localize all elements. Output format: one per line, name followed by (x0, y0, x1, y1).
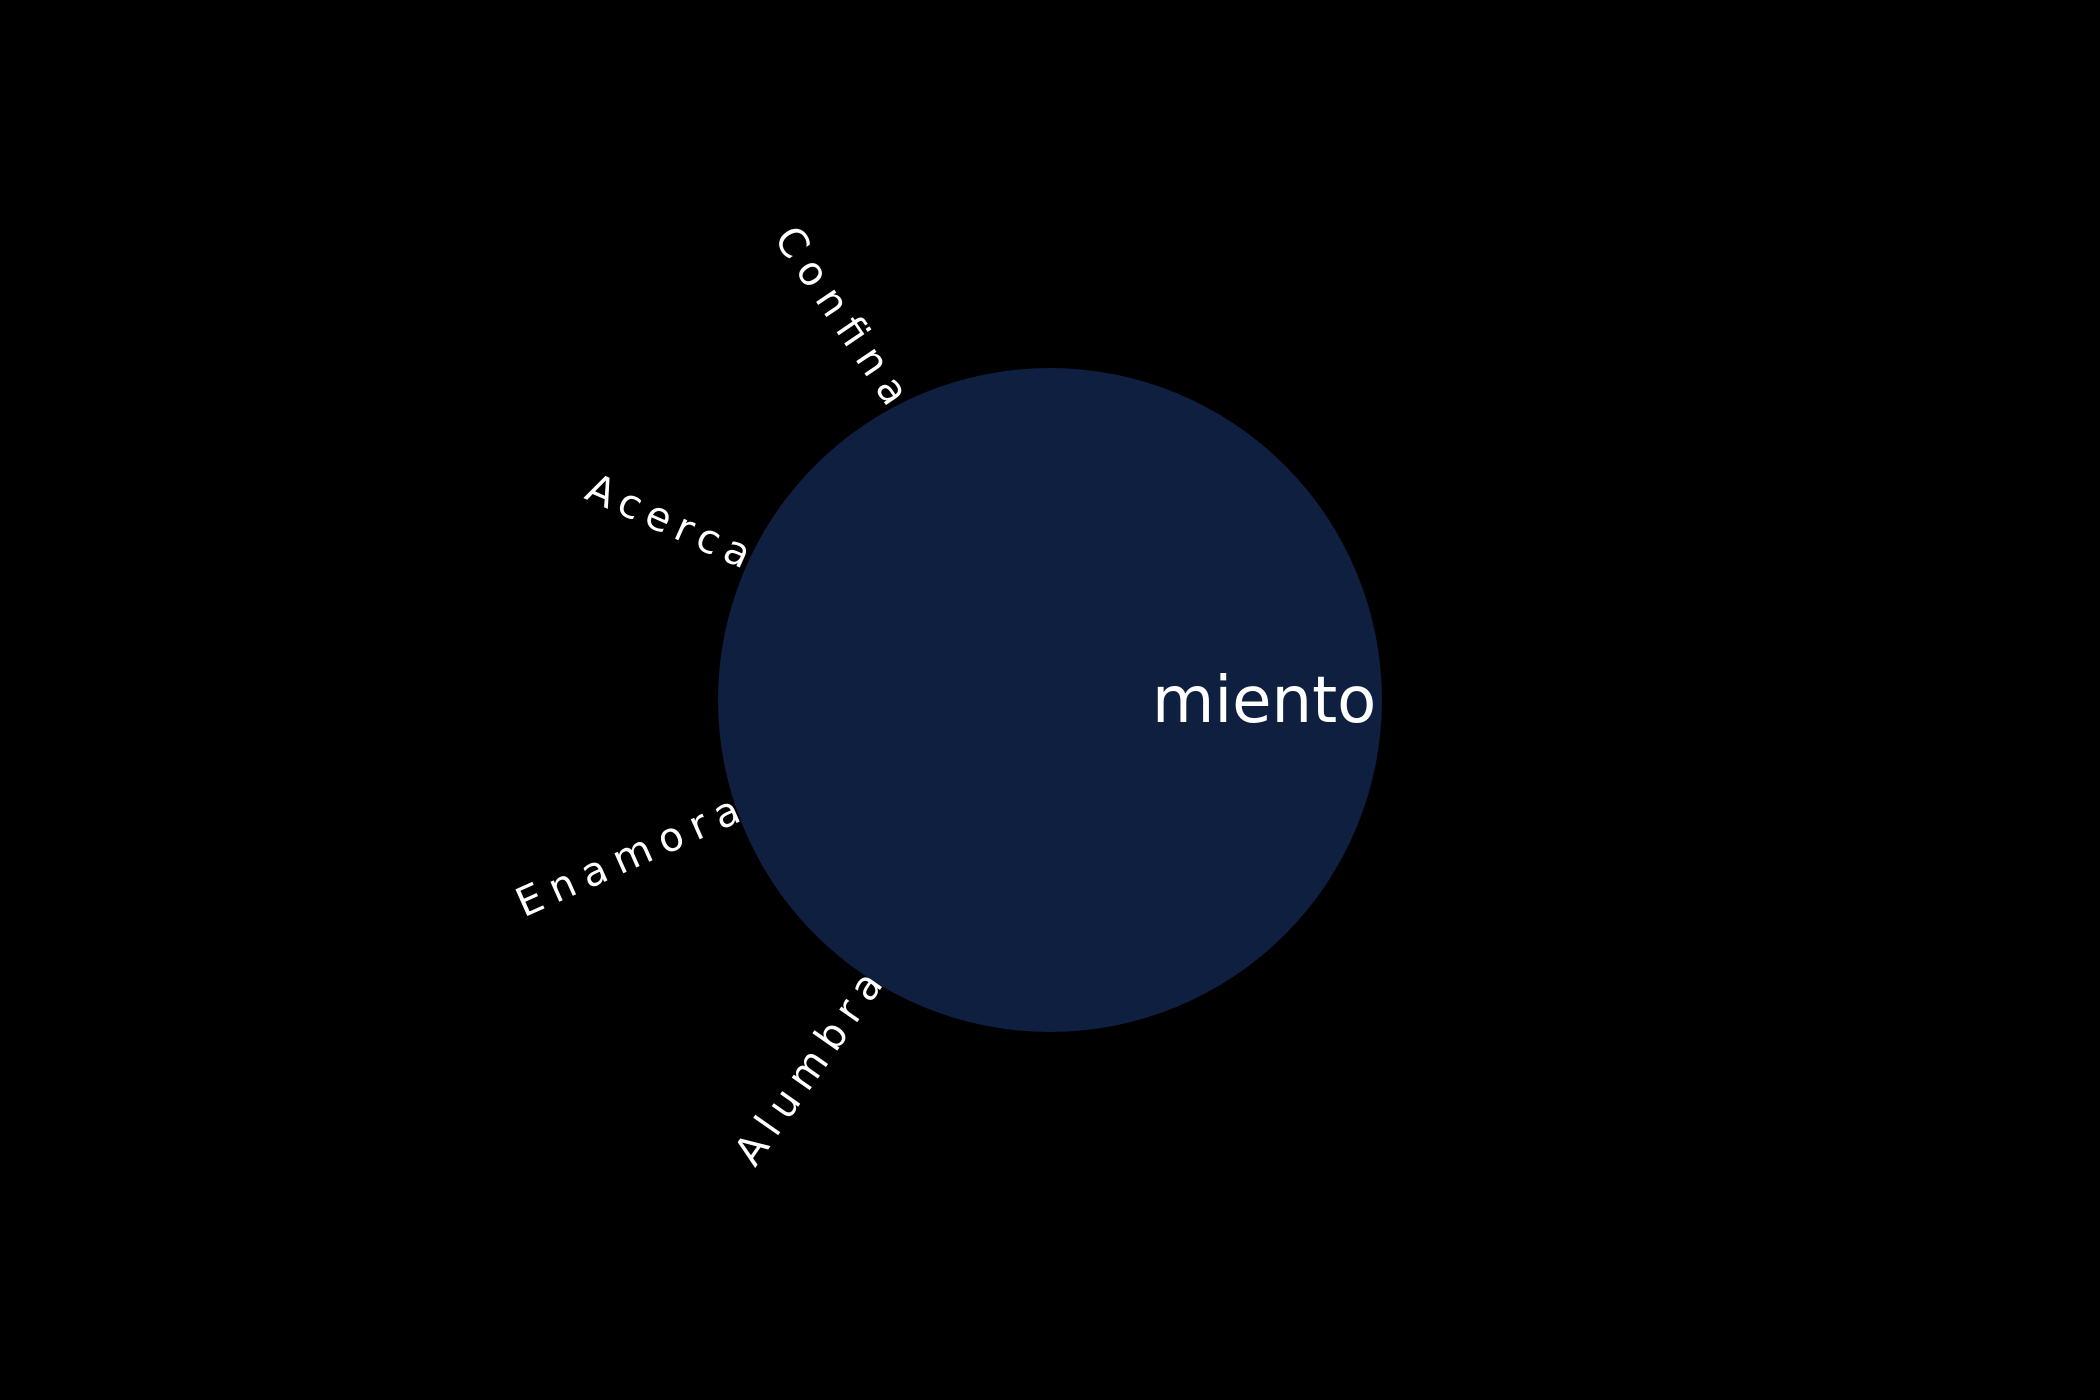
radial-word-confina: Confina (765, 218, 918, 414)
radial-word-alumbra: Alumbra (725, 963, 892, 1174)
central-circle (718, 368, 1382, 1032)
radial-word-acerca: Acerca (579, 465, 758, 578)
radial-word-enamora: Enamora (509, 787, 747, 927)
center-word: miento (1152, 664, 1376, 738)
